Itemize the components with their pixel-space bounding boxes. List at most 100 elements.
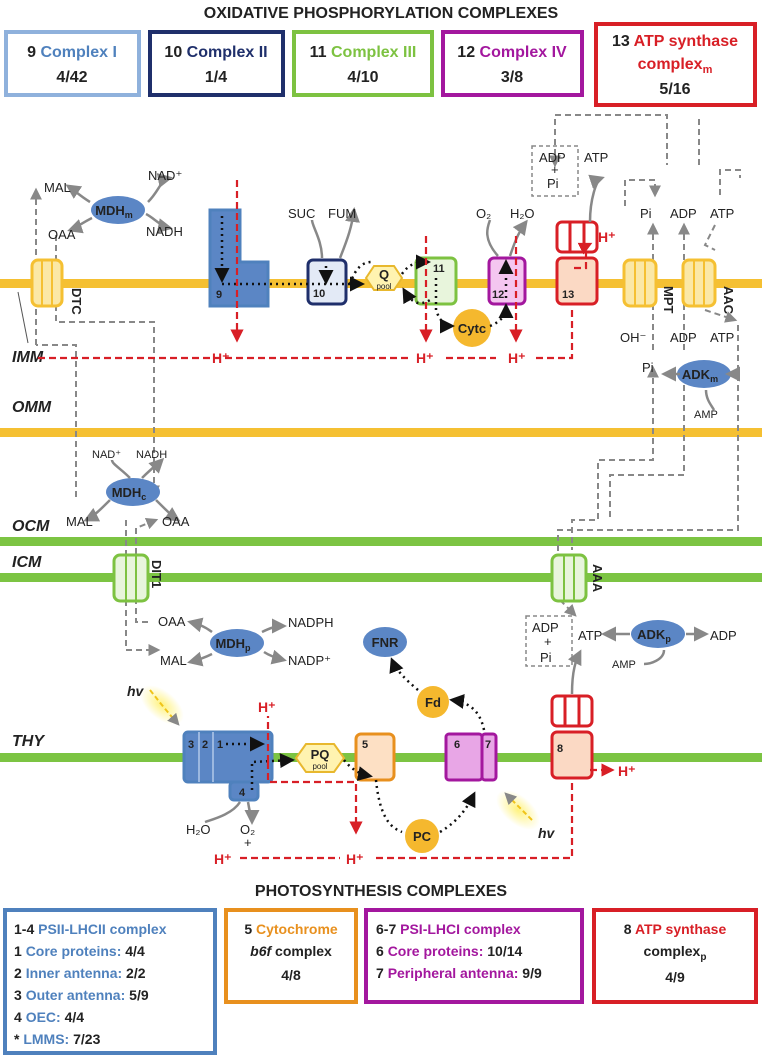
svg-text:5/16: 5/16 — [659, 81, 690, 98]
svg-text:5 Cytochrome: 5 Cytochrome — [244, 921, 338, 937]
svg-text:5: 5 — [362, 739, 368, 751]
top-title: OXIDATIVE PHOSPHORYLATION COMPLEXES — [204, 5, 559, 22]
svg-text:MPT: MPT — [661, 286, 676, 314]
nadh-m: NADH — [146, 224, 183, 239]
atp-top: ATP — [584, 150, 608, 165]
svg-text:7 Peripheral antenna: 9/9: 7 Peripheral antenna: 9/9 — [376, 965, 542, 981]
dtc-label: DTC — [69, 288, 84, 315]
legend-cyt-b6f: 5 Cytochrome b6f complex 4/8 — [224, 908, 358, 1004]
svg-text:ADKp: ADKp — [637, 627, 671, 644]
svg-text:DIT1: DIT1 — [149, 560, 164, 588]
svg-text:4: 4 — [239, 787, 246, 799]
imm-label: IMM — [12, 349, 44, 366]
adp-top: ADP — [539, 150, 566, 165]
suc-label: SUC — [288, 206, 315, 221]
mdh-p-enzyme: MDHp — [210, 629, 264, 657]
svg-text:hv: hv — [538, 825, 556, 841]
svg-text:9: 9 — [216, 289, 222, 301]
svg-text:10: 10 — [313, 288, 325, 300]
light-hv-bottom: hv — [496, 790, 556, 841]
mpt-transporter: MPT — [622, 258, 676, 314]
pi-imm: Pi — [642, 360, 654, 375]
svg-text:10 Complex II: 10 Complex II — [164, 44, 267, 61]
q-pool: Q pool — [364, 265, 404, 291]
atp-imm: ATP — [710, 330, 734, 345]
legend-complex-i: 9 Complex I 4/42 — [4, 30, 141, 97]
mal-c: MAL — [66, 514, 93, 529]
svg-text:1/4: 1/4 — [205, 69, 227, 86]
h-plus-3: H⁺ — [508, 350, 526, 366]
amp-p: AMP — [612, 659, 636, 671]
svg-text:AAC: AAC — [721, 286, 736, 315]
plastocyanin: PC — [405, 819, 439, 853]
svg-text:ADKm: ADKm — [682, 367, 718, 384]
svg-text:Cytc: Cytc — [458, 321, 486, 336]
atp-synthase-p: 8 — [550, 694, 594, 780]
svg-text:13: 13 — [562, 289, 574, 301]
omm-label: OMM — [12, 399, 52, 416]
nadp-plus: NADP⁺ — [288, 653, 331, 668]
psi-lhci-complex: 6 7 — [444, 732, 498, 782]
svg-text:13 ATP synthase: 13 ATP synthase — [612, 33, 738, 50]
svg-text:12 Complex IV: 12 Complex IV — [457, 44, 567, 61]
svg-text:FNR: FNR — [372, 635, 399, 650]
svg-text:1 Core proteins: 4/4: 1 Core proteins: 4/4 — [14, 943, 145, 959]
h-plus-6: H⁺ — [214, 851, 232, 867]
svg-text:3: 3 — [188, 739, 194, 751]
ocm-label: OCM — [12, 518, 50, 535]
svg-text:3/8: 3/8 — [501, 69, 523, 86]
adp-imm: ADP — [670, 330, 697, 345]
svg-text:9 Complex I: 9 Complex I — [27, 44, 117, 61]
mdh-c-enzyme: MDHc — [106, 478, 160, 506]
legend-atp-synthase-m: 13 ATP synthase complexm 5/16 — [594, 22, 757, 107]
nad-plus-m: NAD⁺ — [148, 168, 182, 183]
plus-o2: + — [244, 835, 252, 850]
svg-text:3 Outer antenna: 5/9: 3 Outer antenna: 5/9 — [14, 987, 149, 1003]
svg-text:4/10: 4/10 — [347, 69, 378, 86]
atp-aac: ATP — [710, 206, 734, 221]
cytochrome-b6f-complex: 5 — [354, 732, 396, 782]
nadph: NADPH — [288, 615, 334, 630]
svg-text:MDHp: MDHp — [215, 636, 251, 653]
thy-label: THY — [12, 733, 45, 750]
svg-text:11: 11 — [433, 263, 445, 275]
omm-membrane — [0, 428, 762, 437]
icm-label: ICM — [12, 554, 42, 571]
plus-top: + — [551, 162, 559, 177]
svg-text:pool: pool — [312, 762, 327, 771]
svg-text:* LMMS: 7/23: * LMMS: 7/23 — [14, 1031, 101, 1047]
svg-text:4 OEC: 4/4: 4 OEC: 4/4 — [14, 1009, 84, 1025]
svg-text:4/42: 4/42 — [56, 69, 87, 86]
h2o-m: H₂O — [510, 206, 535, 221]
pi-mpt: Pi — [640, 206, 652, 221]
fnr-enzyme: FNR — [363, 627, 407, 657]
legend-atp-synthase-p: 8 ATP synthase complexp 4/9 — [592, 908, 758, 1004]
adk-m-enzyme: ADKm — [677, 360, 731, 388]
plus-p: + — [544, 634, 552, 649]
adp-aac: ADP — [670, 206, 697, 221]
svg-text:8: 8 — [557, 743, 563, 755]
aaa-transporter: AAA — [550, 553, 605, 603]
svg-text:6-7 PSI-LHCI complex: 6-7 PSI-LHCI complex — [376, 921, 521, 937]
pq-pool: PQ pool — [294, 743, 346, 773]
legend-psi: 6-7 PSI-LHCI complex 6 Core proteins: 10… — [364, 908, 584, 1004]
svg-text:MDHc: MDHc — [112, 485, 147, 502]
pi-p: Pi — [540, 650, 552, 665]
svg-text:6: 6 — [454, 739, 460, 751]
complex-i: 9 — [208, 208, 270, 308]
oaa-p: OAA — [158, 614, 186, 629]
h-plus-4: H⁺ — [598, 229, 616, 245]
svg-text:6 Core proteins: 10/14: 6 Core proteins: 10/14 — [376, 943, 523, 959]
ferredoxin: Fd — [417, 686, 449, 718]
svg-text:8 ATP synthase: 8 ATP synthase — [624, 921, 727, 937]
bottom-title: PHOTOSYNTHESIS COMPLEXES — [255, 883, 508, 900]
svg-text:hv: hv — [127, 683, 145, 699]
o2-m: O₂ — [476, 206, 491, 221]
aac-transporter: AAC — [681, 258, 736, 315]
svg-text:2 Inner antenna: 2/2: 2 Inner antenna: 2/2 — [14, 965, 146, 981]
adp-p: ADP — [532, 620, 559, 635]
mal-p: MAL — [160, 653, 187, 668]
ocm-membrane — [0, 537, 762, 546]
mal-m: MAL — [44, 180, 71, 195]
